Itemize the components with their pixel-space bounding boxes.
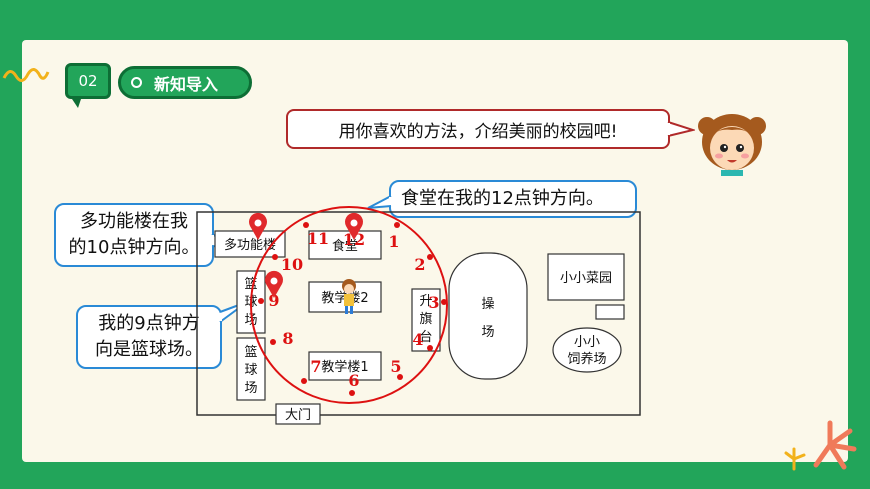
dot-6 [349, 390, 355, 396]
multi-bubble-line2: 的10点钟方向。 [68, 237, 200, 258]
squiggle-icon [2, 68, 50, 82]
dot-2 [427, 254, 433, 260]
flag-label-1: 升 [419, 294, 432, 309]
bullet-icon [131, 77, 142, 88]
small-box [595, 304, 625, 320]
multi-bubble: 多功能楼在我 的10点钟方向。 [54, 203, 214, 267]
dot-5 [397, 374, 403, 380]
clock-num-1: 1 [388, 232, 399, 251]
top-band [0, 0, 870, 40]
section-title: 新知导入 [154, 74, 219, 94]
dot-1 [394, 222, 400, 228]
section-number-badge: 02 [65, 63, 111, 99]
playground [448, 252, 528, 380]
garden [547, 253, 625, 301]
multi-building-label: 多功能楼 [224, 237, 276, 253]
clock-num-7: 7 [310, 357, 321, 376]
court-b-label-3: 场 [244, 381, 257, 396]
clock-num-11: 11 [307, 229, 329, 248]
canteen-building [308, 230, 382, 260]
garden-label: 小小菜园 [560, 271, 612, 286]
badge-tail [70, 96, 82, 108]
section-number: 02 [78, 72, 98, 90]
court-b-label-1: 篮 [244, 345, 257, 360]
court-bubble-line1: 我的9点钟方 [98, 313, 200, 334]
clock-num-5: 5 [390, 357, 401, 376]
court-b-label-2: 球 [244, 363, 257, 378]
playground-label-1: 操 [481, 296, 494, 312]
prompt-bubble: 用你喜欢的方法，介绍美丽的校园吧! [286, 109, 670, 149]
teach1-building [308, 351, 382, 381]
teach1-building-label: 教学楼1 [321, 359, 368, 375]
pin-icon-multi [249, 212, 267, 240]
sparkle-decoration-icon [784, 420, 857, 471]
court-a-label-1: 篮 [244, 277, 257, 292]
flag-label-2: 旗 [419, 311, 432, 327]
pin-icon-canteen [344, 212, 363, 240]
clock-num-2: 2 [414, 255, 425, 274]
canteen-bubble-text: 食堂在我的12点钟方向。 [401, 188, 604, 209]
canteen-building-label: 食堂 [332, 238, 358, 254]
dot-7 [301, 378, 307, 384]
clock-num-3: 3 [428, 293, 439, 312]
dot-4 [427, 345, 433, 351]
gate-label: 大门 [285, 408, 311, 423]
dot-3 [441, 299, 447, 305]
farm [552, 327, 622, 373]
campus-boundary [196, 211, 641, 416]
multi-bubble-line1: 多功能楼在我 [80, 211, 188, 232]
flag-platform [411, 288, 441, 352]
gate-box [275, 403, 321, 425]
girl-avatar [698, 114, 766, 176]
clock-num-4: 4 [412, 330, 423, 349]
clock-num-9: 9 [268, 291, 279, 310]
farm-label-1: 小小 [574, 335, 600, 350]
clock-num-10: 10 [281, 255, 303, 274]
child-figure-icon [342, 279, 356, 314]
dot-10 [272, 254, 278, 260]
dot-11 [303, 222, 309, 228]
dot-9 [258, 298, 264, 304]
playground-label-2: 场 [481, 325, 494, 340]
flag-label-3: 台 [419, 330, 432, 345]
court-a-label-3: 场 [244, 313, 257, 328]
pin-icon-court [265, 270, 283, 298]
clock-num-6: 6 [348, 371, 359, 390]
prompt-text: 用你喜欢的方法，介绍美丽的校园吧! [338, 121, 618, 142]
farm-label-2: 饲养场 [567, 351, 606, 367]
court-bubble-line2: 向是篮球场。 [95, 339, 203, 360]
section-title-pill: 新知导入 [118, 66, 252, 99]
clock-circle [250, 206, 448, 404]
clock-num-8: 8 [282, 329, 293, 348]
dot-8 [270, 339, 276, 345]
prompt-bubble-tail [667, 121, 695, 137]
